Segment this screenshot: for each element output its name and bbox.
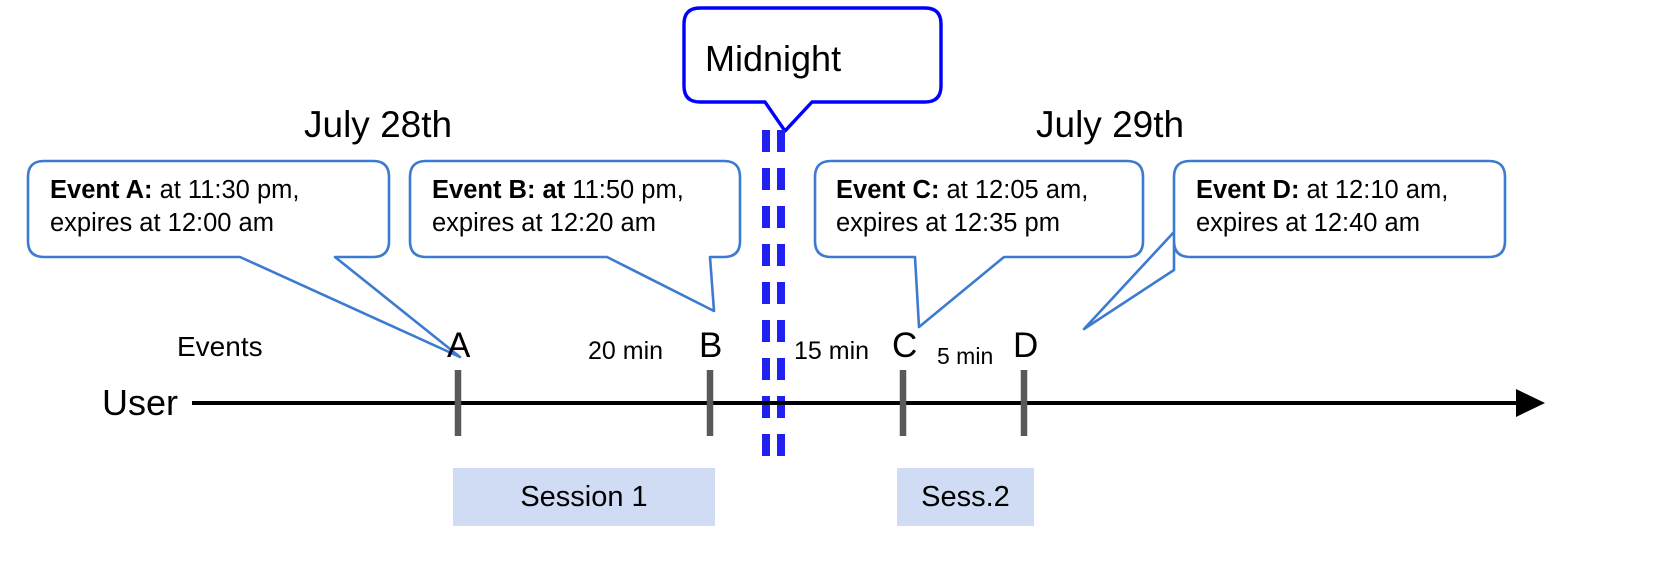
midnight-dashed-line: [762, 130, 785, 472]
callout-text-event-a: Event A: at 11:30 pm, expires at 12:00 a…: [50, 174, 299, 240]
callout-rest-event-a: at 11:30 pm,: [152, 176, 300, 204]
row-label-user: User: [102, 382, 179, 423]
callout-line1-event-a: Event A: at 11:30 pm,: [50, 174, 299, 207]
callout-rest-event-c: at 12:05 am,: [939, 176, 1089, 204]
event-letter-a: A: [447, 326, 471, 365]
callout-bold-event-d: Event D:: [1196, 176, 1300, 204]
callout-rest-event-d: at 12:10 am,: [1299, 176, 1449, 204]
session-label-2: Sess.2: [921, 480, 1010, 513]
callout-rest-event-b: 11:50 pm,: [565, 176, 684, 204]
callout-bold-event-b: Event B: at: [432, 176, 566, 204]
session-label-1: Session 1: [520, 480, 648, 513]
interval-label-b-to-c: 15 min: [794, 337, 870, 365]
callout-bold-event-c: Event C:: [836, 176, 940, 204]
callout-line1-event-c: Event C: at 12:05 am,: [836, 174, 1088, 207]
callout-text-event-c: Event C: at 12:05 am, expires at 12:35 p…: [836, 174, 1088, 240]
callout-line2-event-c: expires at 12:35 pm: [836, 209, 1060, 238]
callout-bold-event-a: Event A:: [50, 176, 153, 204]
interval-label-c-to-d: 5 min: [937, 343, 994, 369]
callout-text-event-b: Event B: at 11:50 pm, expires at 12:20 a…: [432, 174, 684, 240]
callout-line2-event-a: expires at 12:00 am: [50, 209, 274, 238]
date-heading-left: July 28th: [304, 104, 453, 145]
callout-line1-event-d: Event D: at 12:10 am,: [1196, 174, 1448, 207]
callout-line1-event-b: Event B: at 11:50 pm,: [432, 174, 684, 207]
midnight-callout-shape: [682, 6, 943, 133]
event-tick-marks: [454, 370, 1028, 436]
interval-label-a-to-b: 20 min: [588, 337, 664, 365]
event-letter-b: B: [699, 326, 723, 365]
midnight-label: Midnight: [705, 38, 842, 79]
callout-box-event-b: [408, 159, 742, 313]
session-block-1: Session 1: [453, 468, 715, 526]
callout-line2-event-d: expires at 12:40 am: [1196, 209, 1420, 238]
row-label-events: Events: [177, 331, 263, 362]
event-letter-d: D: [1013, 326, 1039, 365]
session-block-2: Sess.2: [897, 468, 1034, 526]
callout-text-event-d: Event D: at 12:10 am, expires at 12:40 a…: [1196, 174, 1448, 240]
callout-line2-event-b: expires at 12:20 am: [432, 209, 656, 238]
callout-box-event-c: [813, 159, 1145, 329]
event-letter-c: C: [892, 326, 918, 365]
timeline-axis: [192, 389, 1545, 417]
date-heading-right: July 29th: [1036, 104, 1185, 145]
callout-box-event-d: [1082, 159, 1507, 331]
callout-box-event-a: [26, 159, 462, 359]
